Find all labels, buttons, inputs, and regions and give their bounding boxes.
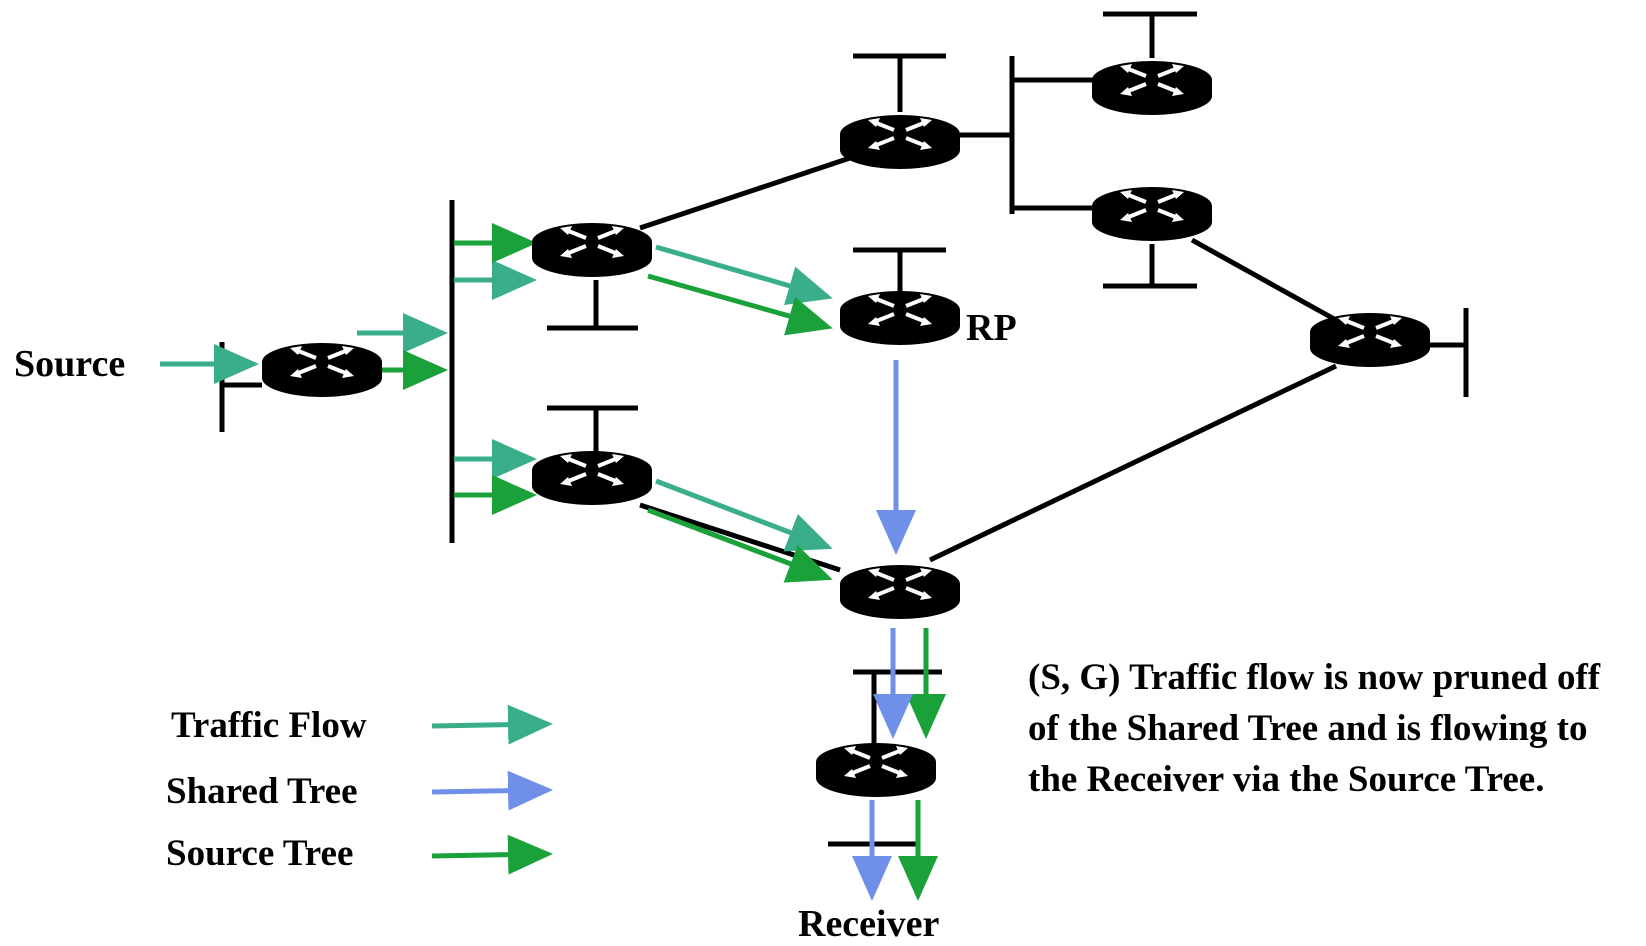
legend-source-tree-arrow — [431, 834, 553, 875]
legend-traffic-flow-arrow — [431, 704, 553, 745]
router-rp-icon — [838, 289, 962, 347]
explanation-note: (S, G) Traffic flow is now pruned off of… — [1028, 657, 1601, 800]
receiver-label: Receiver — [798, 903, 940, 945]
router-top-icon — [838, 113, 962, 171]
network-links — [219, 11, 1469, 847]
source-label: Source — [14, 343, 126, 385]
source-tree-arrows — [382, 223, 946, 901]
router-lower-left-icon — [530, 449, 654, 507]
legend-shared-tree-arrow — [431, 770, 553, 811]
legend-shared-tree-label: Shared Tree — [166, 771, 358, 812]
router-right-middle-icon — [1090, 185, 1214, 243]
rp-label: RP — [966, 307, 1017, 349]
router-far-right-icon — [1308, 311, 1432, 369]
router-merge-icon — [838, 563, 962, 621]
shared-tree-arrows — [852, 360, 916, 901]
traffic-flow-arrows — [160, 244, 833, 552]
legend-source-tree-label: Source Tree — [166, 833, 354, 874]
router-top-right-icon — [1090, 59, 1214, 117]
router-upper-left-icon — [530, 221, 654, 279]
legend-arrows — [431, 704, 553, 875]
router-source-icon — [260, 341, 384, 399]
legend-traffic-flow-label: Traffic Flow — [171, 705, 367, 746]
router-receiver-icon — [814, 741, 938, 799]
